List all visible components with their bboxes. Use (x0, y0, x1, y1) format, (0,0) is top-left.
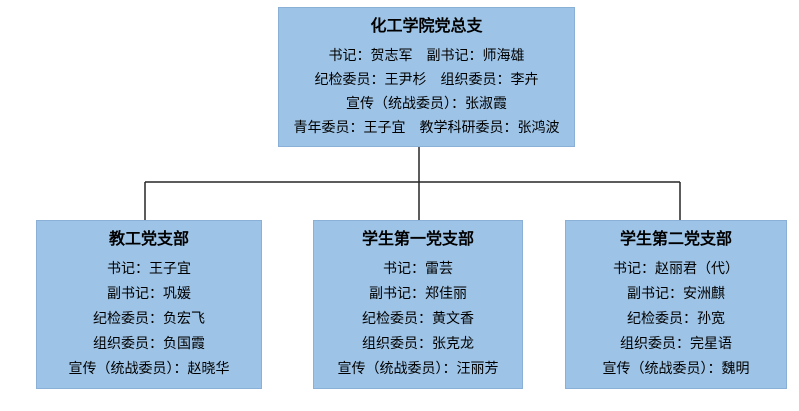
org-box-student-branch-2-line: 纪检委员：孙宽 (627, 310, 725, 327)
org-box-root-line: 宣传（统战委员）：张淑霞 (346, 95, 507, 112)
org-box-root-line: 青年委员：王子宜 教学科研委员：张鸿波 (293, 119, 560, 136)
org-box-student-branch-2-line: 组织委员：完星语 (620, 335, 732, 352)
org-box-faculty-branch: 教工党支部 书记：王子宜 副书记：巩媛 纪检委员：负宏飞 组织委员：负国霞 宣传… (36, 220, 262, 389)
org-box-student-branch-1-line: 纪检委员：黄文香 (362, 310, 474, 327)
org-box-student-branch-1-line: 宣传（统战委员）：汪丽芳 (337, 360, 499, 377)
org-box-student-branch-2-title: 学生第二党支部 (619, 228, 732, 248)
org-box-root-title: 化工学院党总支 (370, 15, 483, 35)
org-box-student-branch-2-line: 副书记：安洲麒 (627, 285, 725, 302)
org-box-root-line: 书记：贺志军 副书记：师海雄 (328, 47, 525, 64)
org-box-faculty-branch-line: 书记：王子宜 (107, 260, 191, 277)
org-box-faculty-branch-title: 教工党支部 (108, 228, 189, 248)
org-box-student-branch-1-line: 副书记：郑佳丽 (369, 285, 467, 302)
org-box-student-branch-2: 学生第二党支部 书记：赵丽君（代） 副书记：安洲麒 纪检委员：孙宽 组织委员：完… (565, 220, 787, 389)
org-box-student-branch-2-line: 宣传（统战委员）：魏明 (602, 360, 750, 377)
org-box-student-branch-2-line: 书记：赵丽君（代） (613, 260, 739, 277)
org-box-faculty-branch-line: 组织委员：负国霞 (93, 335, 205, 352)
org-box-faculty-branch-line: 纪检委员：负宏飞 (93, 310, 205, 327)
org-box-root: 化工学院党总支 书记：贺志军 副书记：师海雄 纪检委员：王尹杉 组织委员：李卉 … (278, 7, 575, 147)
org-box-faculty-branch-line: 宣传（统战委员）：赵晓华 (68, 360, 230, 377)
org-box-student-branch-1-line: 组织委员：张克龙 (362, 335, 474, 352)
org-box-student-branch-1: 学生第一党支部 书记：雷芸 副书记：郑佳丽 纪检委员：黄文香 组织委员：张克龙 … (313, 220, 523, 389)
org-box-faculty-branch-line: 副书记：巩媛 (107, 285, 191, 302)
org-box-student-branch-1-line: 书记：雷芸 (383, 260, 453, 277)
org-box-root-line: 纪检委员：王尹杉 组织委员：李卉 (314, 71, 539, 88)
org-box-student-branch-1-title: 学生第一党支部 (361, 228, 474, 248)
